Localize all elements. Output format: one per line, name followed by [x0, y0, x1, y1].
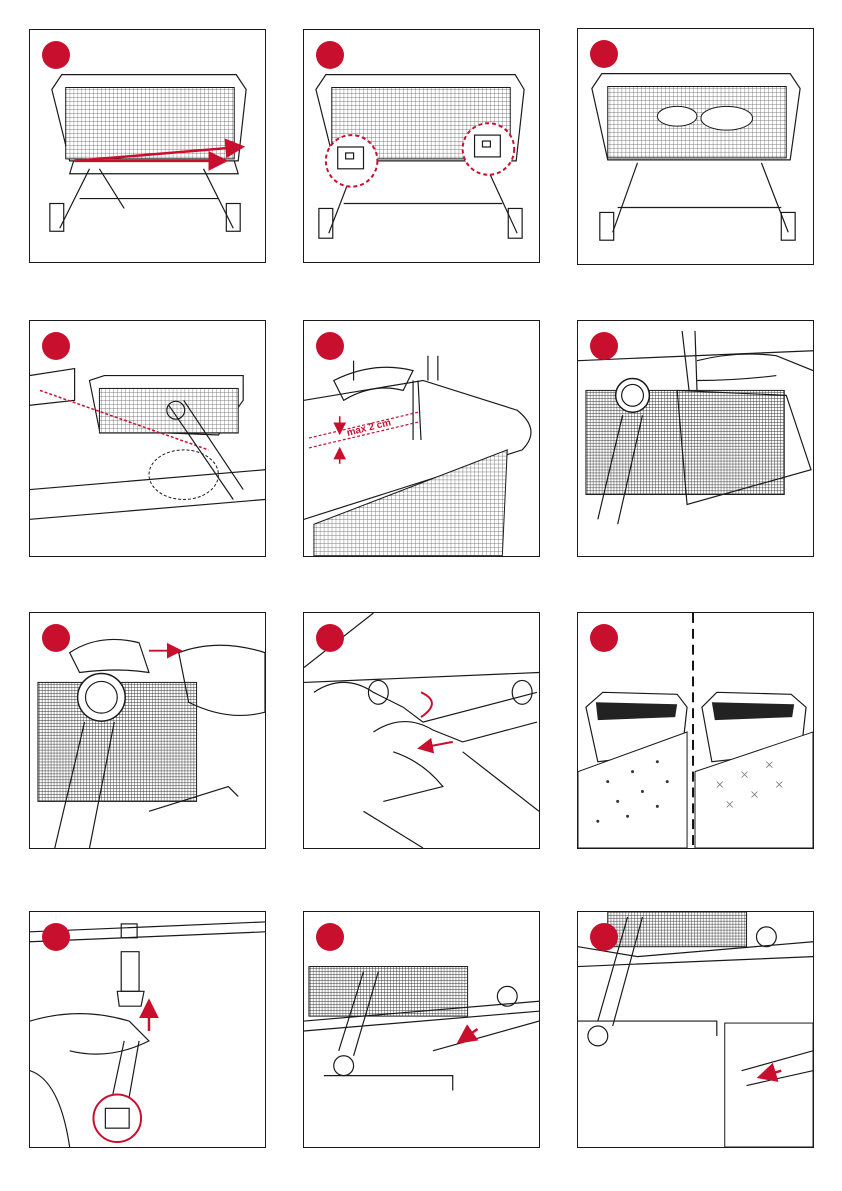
step-marker [42, 923, 70, 951]
gap-label: max 2 cm [346, 417, 393, 439]
step-marker [316, 332, 344, 360]
step-marker [42, 41, 70, 69]
step-marker [316, 923, 344, 951]
step-panel-4 [29, 320, 266, 557]
step-marker [316, 624, 344, 652]
step-marker [42, 332, 70, 360]
step-marker [42, 624, 70, 652]
step-panel-11 [303, 911, 540, 1148]
step-panel-7 [29, 612, 266, 849]
step-marker [590, 332, 618, 360]
step-panel-5: max 2 cm [303, 320, 540, 557]
step-panel-12 [577, 911, 814, 1148]
step-marker [590, 923, 618, 951]
step-marker [590, 40, 618, 68]
step-panel-10 [29, 911, 266, 1148]
step-marker [316, 41, 344, 69]
step-marker [590, 624, 618, 652]
step-panel-1 [29, 29, 266, 263]
step-panel-8 [303, 612, 540, 849]
step-panel-6 [577, 320, 814, 557]
step-panel-2 [303, 29, 540, 263]
step-panel-3 [577, 28, 814, 265]
step-panel-9 [577, 612, 814, 849]
